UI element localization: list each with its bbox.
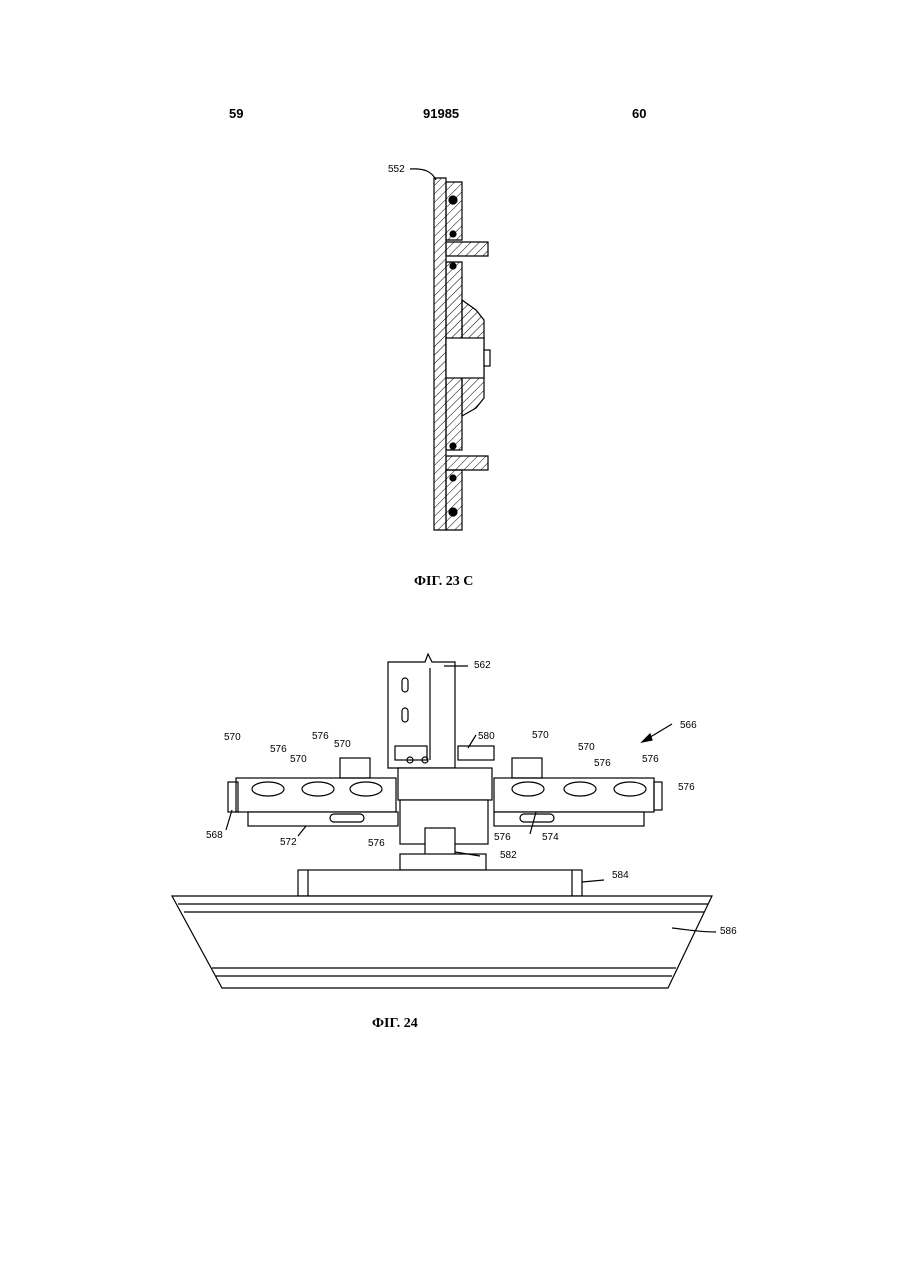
label-572: 572 [280, 837, 297, 848]
figure-23c-drawing [410, 169, 490, 530]
label-552: 552 [388, 164, 405, 175]
label-576-f: 576 [678, 782, 695, 793]
figure-24-drawing [172, 654, 716, 988]
label-570-b: 570 [290, 754, 307, 765]
label-576-a: 576 [270, 744, 287, 755]
label-570-a: 570 [224, 732, 241, 743]
label-576-b: 576 [312, 731, 329, 742]
label-576-c: 576 [368, 838, 385, 849]
label-566: 566 [680, 720, 697, 731]
label-568: 568 [206, 830, 223, 841]
label-576-d: 576 [494, 832, 511, 843]
label-570-e: 570 [578, 742, 595, 753]
label-584: 584 [612, 870, 629, 881]
label-570-d: 570 [532, 730, 549, 741]
label-570-c: 570 [334, 739, 351, 750]
label-562: 562 [474, 660, 491, 671]
label-574: 574 [542, 832, 559, 843]
caption-fig-23c: ФІГ. 23 С [414, 574, 473, 590]
caption-fig-24: ФІГ. 24 [372, 1016, 418, 1032]
label-580: 580 [478, 731, 495, 742]
label-576-e: 576 [594, 758, 611, 769]
label-570-f: 576 [642, 754, 659, 765]
label-586: 586 [720, 926, 737, 937]
label-582: 582 [500, 850, 517, 861]
